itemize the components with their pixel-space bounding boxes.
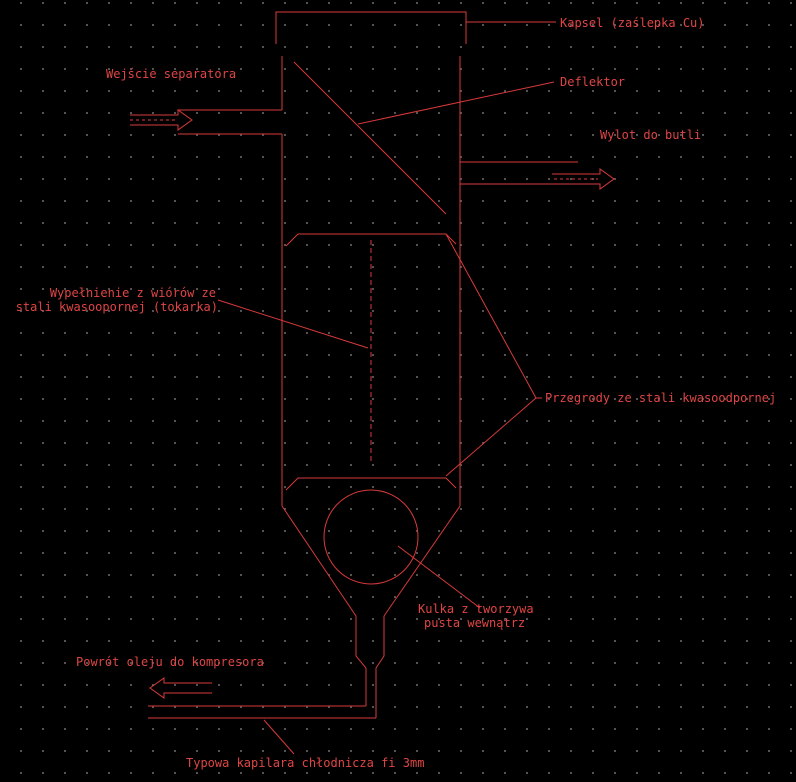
filling-label-line2: stali kwasooporne​j (tokarka) [16,300,218,314]
outlet-arrow-icon [552,168,615,190]
capillary-label: Typowa kapilara chłodnicza fi 3mm [186,756,424,770]
valve-neck-right [375,616,385,718]
cone-left-wall [281,505,357,617]
ball-label-line1: Kulka z tworzywa [418,602,534,616]
cap-label: Kapsel (zaślepka Cu) [560,16,705,30]
valve-neck [355,616,367,706]
oil-return-arrow-icon [149,677,212,699]
deflector [293,61,447,215]
cone-right-wall [383,505,461,617]
cap-outline [275,11,467,44]
upper-baffle [285,233,457,247]
deflector-label: Deflektor [560,75,625,89]
baffles-label: Przegrody ze stali kwasoodpornej [545,391,776,405]
float-ball [323,489,419,585]
oil-return-label: Powrót oleju do kompresora [76,655,264,669]
capillary-label-leader [263,719,295,755]
outlet-label: Wylot do butli [600,128,701,142]
ball-label-leader [397,545,481,609]
inlet-arrow-icon [130,109,193,131]
filling-label-line1: Wypełnienie z wiórów ze [50,286,216,300]
ball-label-line2: pusta wewnątrz [424,616,525,630]
filling-label-leader [217,299,369,349]
inlet-label: Wejście separatora [106,67,236,81]
deflector-label-leader [357,81,555,125]
lower-baffle [285,477,457,491]
